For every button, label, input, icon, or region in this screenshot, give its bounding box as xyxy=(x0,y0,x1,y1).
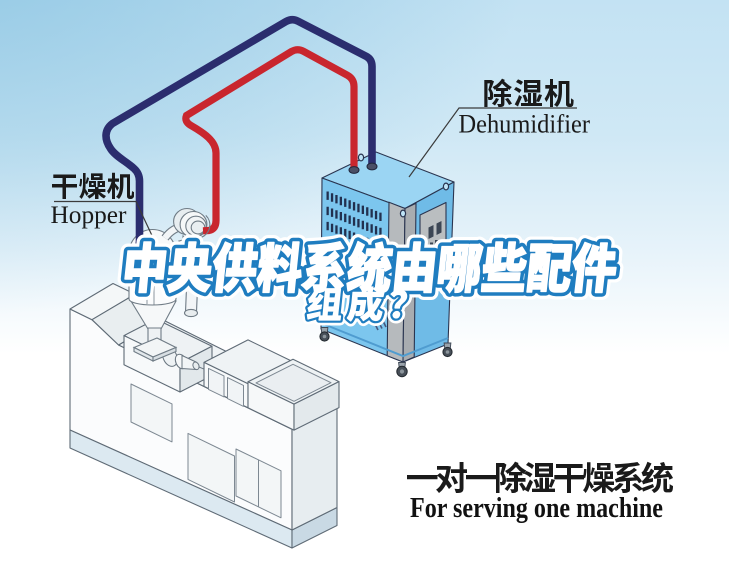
mid-box-pane xyxy=(208,367,225,398)
machine-door-panel xyxy=(187,432,235,503)
caption-en: For serving one machine xyxy=(410,493,663,524)
panel-display xyxy=(436,221,442,235)
base-frame-line xyxy=(320,322,449,358)
barrel-nozzle xyxy=(192,361,200,371)
blower-ring-overlap xyxy=(201,215,211,238)
caster-wheel xyxy=(396,362,408,378)
hopper-label-en: Hopper xyxy=(51,202,128,229)
hopper-flange-edge xyxy=(152,346,177,362)
caption-cn-glyphs xyxy=(407,461,673,493)
headline-glyphs xyxy=(125,242,616,322)
caster-wheel xyxy=(319,327,330,342)
lifting-eyelet xyxy=(357,153,365,162)
duct-collar xyxy=(183,308,199,318)
caption-cn-path xyxy=(407,461,673,493)
red-hose-fitting xyxy=(348,166,360,174)
return-air-hose xyxy=(102,15,376,246)
hopper-label-cn-glyphs xyxy=(52,172,134,199)
lifting-eyelet xyxy=(442,182,450,191)
hoses xyxy=(102,15,378,246)
navy-hose-fitting xyxy=(366,162,378,171)
caster-hub xyxy=(399,369,405,374)
hopper-label-cn-path xyxy=(52,172,134,199)
label-pointers xyxy=(54,107,577,244)
caster-wheel xyxy=(442,342,453,358)
machine-door-panel xyxy=(130,383,173,443)
caster-hub xyxy=(445,350,450,354)
panel-button xyxy=(430,242,433,246)
dehumidifier-label-en: Dehumidifier xyxy=(459,110,591,139)
dehumidifier-label-cn-glyphs xyxy=(484,78,574,107)
lifting-eyelet xyxy=(399,209,407,218)
supply-air-hose xyxy=(182,46,358,235)
caster-hub xyxy=(322,334,327,339)
panel-display xyxy=(428,225,434,239)
mid-box-pane xyxy=(227,377,244,407)
dehumidifier-label-cn-path xyxy=(484,78,574,107)
tray-box-inset xyxy=(255,363,332,402)
loader-blower-inner xyxy=(190,220,206,235)
extruder-machine xyxy=(69,282,340,549)
hopper-label-pointer xyxy=(54,200,157,244)
tray-box-side xyxy=(293,381,340,431)
dehumidifier-label-pointer xyxy=(408,107,577,178)
